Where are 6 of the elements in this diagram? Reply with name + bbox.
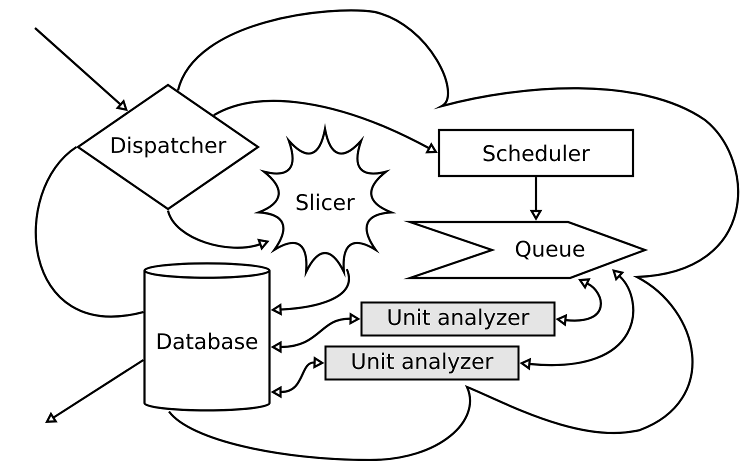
database-cylinder: Database [143,262,271,412]
connector [34,146,144,318]
process-box: Scheduler [438,128,634,178]
process-box: Unit analyzer [360,302,556,336]
process-box: Unit analyzer [324,346,520,380]
connector [168,9,739,461]
